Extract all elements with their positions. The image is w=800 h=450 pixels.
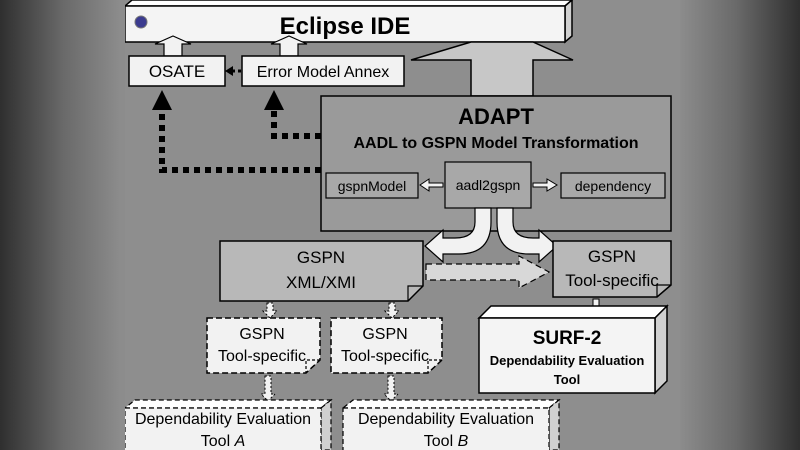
xml-to-tool-b-specific-arrow [383, 302, 401, 319]
gspnmodel-label: gspnModel [338, 178, 407, 194]
adapt-to-osate-arrowhead [152, 90, 172, 110]
surf2-box: SURF-2 Dependability Evaluation Tool [477, 304, 669, 395]
aadl2gspn-to-toolspecific-arrow [496, 207, 558, 264]
diagram-stage: Eclipse IDE OSATE Error Model Annex ADAP… [125, 0, 680, 450]
adapt-subtitle: AADL to GSPN Model Transformation [353, 135, 638, 152]
adapt-to-eclipse-arrow [410, 41, 574, 97]
surf2-line1: Dependability Evaluation [490, 353, 645, 368]
tool-a-specific-to-tool-a-arrow [259, 375, 277, 402]
adapt-title: ADAPT [458, 104, 534, 129]
error-model-annex-box: Error Model Annex [241, 55, 405, 87]
gspn-tool-right-line2: Tool-specific [565, 271, 659, 290]
gspn-tool-a-line2: Tool-specific [218, 348, 306, 365]
aadl2gspn-label: aadl2gspn [456, 177, 521, 193]
dependency-module: dependency [560, 172, 666, 199]
gspnmodel-module: gspnModel [325, 172, 419, 199]
architecture-diagram: Eclipse IDE OSATE Error Model Annex ADAP… [125, 0, 672, 450]
tool-a-letter: A [234, 433, 246, 450]
gspn-tool-right-line1: GSPN [588, 247, 636, 266]
adapt-to-annex-dotted-line [271, 108, 321, 139]
osate-box: OSATE [128, 55, 226, 87]
gspn-tool-specific-right-box: GSPN Tool-specific [552, 240, 672, 298]
gspn-xml-line1: GSPN [297, 248, 345, 267]
tool-b-specific-to-tool-b-arrow [382, 375, 400, 402]
tool-b-prefix: Tool [424, 433, 458, 450]
annex-to-osate-arrowhead [225, 66, 233, 76]
surf2-title: SURF-2 [533, 328, 602, 349]
error-model-annex-label: Error Model Annex [257, 64, 390, 81]
gspn-tool-specific-b-box: GSPN Tool-specific [330, 317, 443, 374]
eclipse-logo-icon [134, 15, 148, 29]
xml-to-toolspecific-dashed-arrow [425, 255, 551, 289]
gspn-xml-xmi-box: GSPN XML/XMI [219, 240, 424, 302]
aadl2gspn-to-gspnmodel-arrow [419, 178, 444, 192]
tool-a-line2: Tool A [201, 433, 245, 450]
eclipse-ide-bar: Eclipse IDE [125, 0, 574, 44]
aadl2gspn-module: aadl2gspn [444, 161, 532, 209]
aadl2gspn-to-dependency-arrow [532, 178, 558, 192]
eclipse-ide-title: Eclipse IDE [280, 13, 411, 40]
dependability-tool-b-box: Dependability Evaluation Tool B [341, 398, 561, 450]
xml-to-tool-a-specific-arrow [261, 302, 279, 319]
aadl2gspn-to-xml-arrow [424, 207, 492, 264]
gspn-tool-specific-a-box: GSPN Tool-specific [206, 317, 321, 374]
tool-a-line1: Dependability Evaluation [135, 411, 311, 428]
gspn-tool-b-line2: Tool-specific [341, 348, 429, 365]
tool-b-line2: Tool B [424, 433, 469, 450]
dependency-label: dependency [575, 178, 651, 194]
osate-label: OSATE [149, 62, 205, 81]
gspn-tool-b-line1: GSPN [362, 326, 407, 343]
adapt-to-annex-arrowhead [264, 90, 284, 110]
gspn-xml-line2: XML/XMI [286, 273, 356, 292]
tool-a-prefix: Tool [201, 433, 235, 450]
adapt-to-osate-dotted-line [159, 108, 321, 173]
error-annex-to-eclipse-arrow [270, 35, 308, 57]
tool-b-letter: B [458, 433, 469, 450]
surf2-line2: Tool [554, 372, 580, 387]
tool-b-line1: Dependability Evaluation [358, 411, 534, 428]
gspn-tool-a-line1: GSPN [239, 326, 284, 343]
dependability-tool-a-box: Dependability Evaluation Tool A [125, 398, 333, 450]
osate-to-eclipse-arrow [154, 35, 192, 57]
